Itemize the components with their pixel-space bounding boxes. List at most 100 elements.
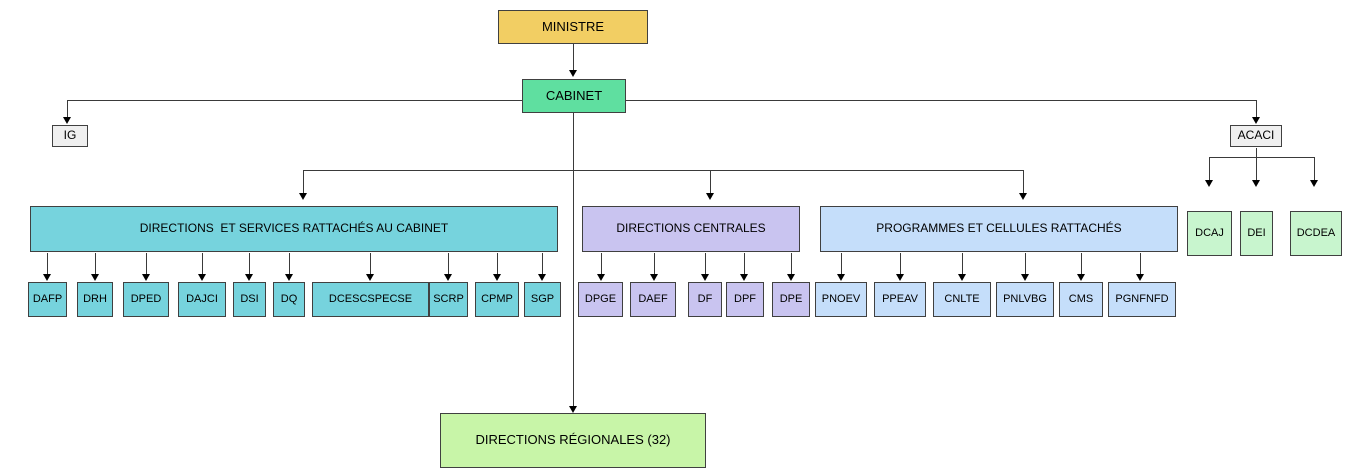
leaf-dajci-label: DAJCI	[186, 293, 218, 306]
leaf-dcaj[interactable]: DCAJ	[1187, 211, 1232, 256]
connector-acaci-to-dei	[1256, 157, 1257, 181]
leaf-drh[interactable]: DRH	[77, 282, 113, 317]
leaf-dcdea-label: DCDEA	[1296, 227, 1336, 240]
leaf-scrp-label: SCRP	[433, 293, 464, 306]
arrow-to-dcaj	[1205, 180, 1213, 187]
arrow-leaf-blue-3	[1021, 274, 1029, 281]
connector-leaf-teal-2	[146, 253, 147, 275]
section-header-programmes-label: PROGRAMMES ET CELLULES RATTACHÉS	[876, 221, 1122, 236]
leaf-dcescspecse[interactable]: DCESCSPECSE	[312, 282, 429, 317]
arrow-leaf-teal-9	[538, 274, 546, 281]
connector-leaf-teal-4	[249, 253, 250, 275]
connector-leaf-blue-5	[1140, 253, 1141, 275]
arrow-to-blue-section	[1019, 193, 1027, 200]
arrow-leaf-purple-3	[740, 274, 748, 281]
connector-bus-to-acaci	[1256, 100, 1257, 118]
node-directions-regionales[interactable]: DIRECTIONS RÉGIONALES (32)	[440, 413, 706, 468]
arrow-to-acaci	[1252, 117, 1260, 124]
leaf-dcdea[interactable]: DCDEA	[1290, 211, 1342, 256]
arrow-leaf-purple-2	[701, 274, 709, 281]
arrow-leaf-teal-7	[444, 274, 452, 281]
leaf-dpe-label: DPE	[779, 293, 803, 306]
connector-bus-to-teal	[303, 170, 304, 194]
section-header-centrales-label: DIRECTIONS CENTRALES	[616, 221, 766, 236]
connector-leaf-teal-5	[289, 253, 290, 275]
leaf-dq-label: DQ	[280, 293, 298, 306]
node-cabinet[interactable]: CABINET	[522, 79, 626, 113]
leaf-daef-label: DAEF	[638, 293, 668, 306]
arrow-leaf-teal-8	[493, 274, 501, 281]
arrow-leaf-teal-5	[285, 274, 293, 281]
leaf-dajci[interactable]: DAJCI	[178, 282, 226, 317]
arrow-leaf-purple-0	[597, 274, 605, 281]
leaf-dpe[interactable]: DPE	[772, 282, 810, 317]
connector-leaf-teal-7	[448, 253, 449, 275]
leaf-pnoev[interactable]: PNOEV	[815, 282, 867, 317]
node-acaci-label: ACACI	[1237, 128, 1275, 143]
connector-cabinet-regionales	[573, 113, 574, 409]
leaf-cnlte[interactable]: CNLTE	[933, 282, 991, 317]
arrow-leaf-blue-5	[1136, 274, 1144, 281]
leaf-df-label: DF	[697, 293, 713, 306]
leaf-dafp-label: DAFP	[32, 293, 63, 306]
arrow-leaf-teal-6	[366, 274, 374, 281]
leaf-cms-label: CMS	[1068, 293, 1094, 306]
connector-leaf-blue-0	[841, 253, 842, 275]
connector-leaf-teal-6	[370, 253, 371, 275]
connector-ministre-cabinet	[573, 44, 574, 72]
arrow-leaf-teal-0	[43, 274, 51, 281]
connector-leaf-purple-3	[744, 253, 745, 275]
section-header-cabinet-services-label: DIRECTIONS ET SERVICES RATTACHÉS AU CABI…	[139, 221, 449, 236]
arrow-to-dei	[1252, 180, 1260, 187]
section-header-centrales[interactable]: DIRECTIONS CENTRALES	[582, 206, 800, 252]
node-acaci[interactable]: ACACI	[1230, 125, 1282, 147]
leaf-dq[interactable]: DQ	[273, 282, 305, 317]
leaf-pnoev-label: PNOEV	[821, 293, 861, 306]
leaf-drh-label: DRH	[83, 293, 107, 306]
leaf-pnlvbg[interactable]: PNLVBG	[996, 282, 1054, 317]
leaf-cms[interactable]: CMS	[1059, 282, 1103, 317]
arrow-to-dcdea	[1310, 180, 1318, 187]
leaf-dei[interactable]: DEI	[1240, 211, 1273, 256]
connector-leaf-teal-9	[542, 253, 543, 275]
connector-bus-to-blue	[1023, 170, 1024, 194]
arrow-leaf-purple-1	[650, 274, 658, 281]
connector-leaf-purple-0	[601, 253, 602, 275]
section-header-programmes[interactable]: PROGRAMMES ET CELLULES RATTACHÉS	[820, 206, 1178, 252]
connector-leaf-purple-1	[654, 253, 655, 275]
leaf-cpmp[interactable]: CPMP	[475, 282, 519, 317]
connector-acaci-bus	[1209, 157, 1314, 158]
connector-leaf-blue-4	[1081, 253, 1082, 275]
arrow-leaf-blue-0	[837, 274, 845, 281]
arrow-to-regionales	[569, 406, 577, 413]
leaf-daef[interactable]: DAEF	[630, 282, 676, 317]
leaf-dped[interactable]: DPED	[123, 282, 169, 317]
arrow-leaf-blue-1	[896, 274, 904, 281]
leaf-dpge[interactable]: DPGE	[578, 282, 623, 317]
leaf-scrp[interactable]: SCRP	[429, 282, 468, 317]
leaf-dsi[interactable]: DSI	[233, 282, 266, 317]
leaf-sgp[interactable]: SGP	[524, 282, 561, 317]
arrow-leaf-purple-4	[787, 274, 795, 281]
connector-leaf-teal-3	[202, 253, 203, 275]
node-ig[interactable]: IG	[52, 125, 88, 147]
leaf-dafp[interactable]: DAFP	[28, 282, 67, 317]
leaf-df[interactable]: DF	[688, 282, 722, 317]
leaf-dpge-label: DPGE	[584, 293, 617, 306]
connector-leaf-purple-2	[705, 253, 706, 275]
arrow-leaf-teal-2	[142, 274, 150, 281]
arrow-to-purple-section	[706, 193, 714, 200]
leaf-dpf[interactable]: DPF	[726, 282, 764, 317]
section-header-cabinet-services[interactable]: DIRECTIONS ET SERVICES RATTACHÉS AU CABI…	[30, 206, 558, 252]
arrow-ministre-cabinet	[569, 70, 577, 77]
connector-leaf-blue-1	[900, 253, 901, 275]
node-ministre-label: MINISTRE	[541, 18, 605, 34]
node-ministre[interactable]: MINISTRE	[498, 10, 648, 44]
leaf-dcescspecse-label: DCESCSPECSE	[328, 293, 413, 306]
leaf-ppeav[interactable]: PPEAV	[874, 282, 926, 317]
connector-cabinet-bus	[67, 100, 1257, 101]
connector-leaf-purple-4	[791, 253, 792, 275]
leaf-pgnfnfd[interactable]: PGNFNFD	[1108, 282, 1176, 317]
connector-acaci-to-dcaj	[1209, 157, 1210, 181]
